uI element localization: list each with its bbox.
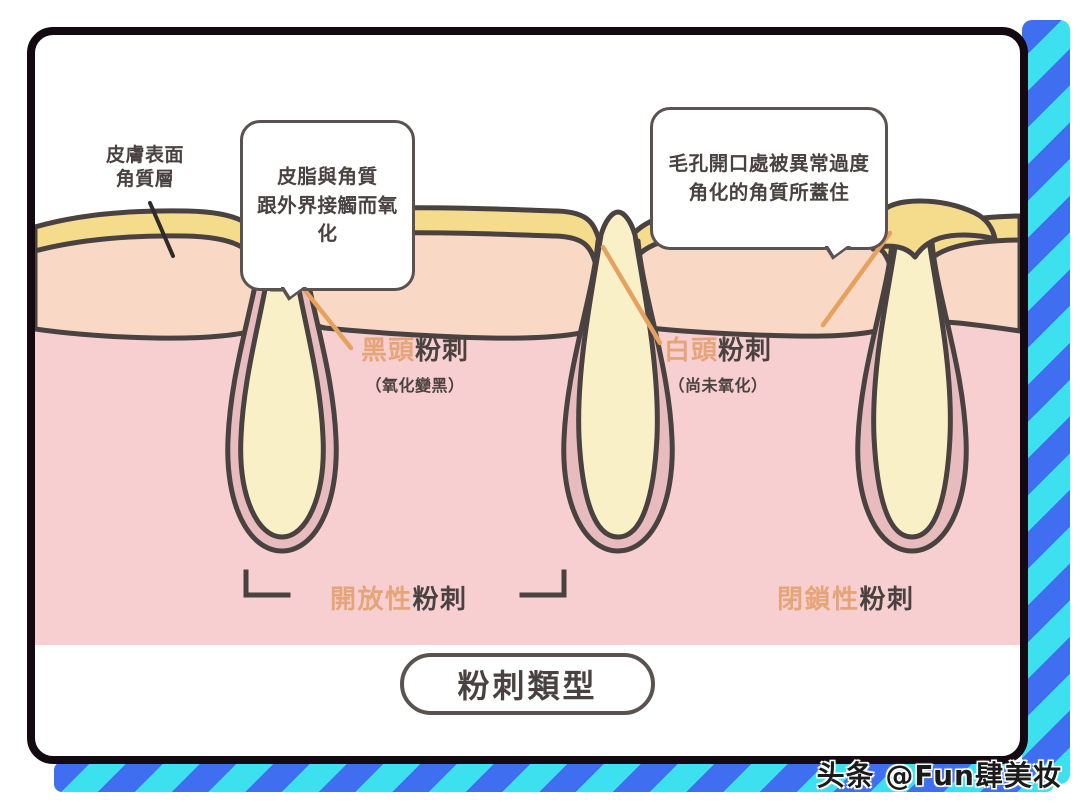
skin-layers-group xyxy=(35,198,1020,645)
label-whitehead-highlight: 白頭 xyxy=(663,336,718,366)
label-open-comedone: 開放性粉刺 xyxy=(330,579,468,616)
diagram-title-pill: 粉刺類型 xyxy=(400,653,655,715)
bubble-tail-left xyxy=(281,287,311,313)
label-blackhead-rest: 粉刺 xyxy=(415,336,470,366)
label-whitehead-sub: （尚未氧化） xyxy=(668,376,768,395)
label-blackhead-highlight: 黑頭 xyxy=(360,336,415,366)
label-open-highlight: 開放性 xyxy=(330,585,413,615)
bracket-left-mark xyxy=(243,569,291,598)
label-whitehead-main: 白頭粉刺 xyxy=(633,330,803,367)
sebum-plug-2 xyxy=(576,209,660,540)
bubble-tail-right xyxy=(825,246,855,272)
bracket-right-mark xyxy=(519,569,567,598)
callout-bubble-oxidation: 皮脂與角質 跟外界接觸而氧化 xyxy=(240,120,415,302)
illustration-card: 皮膚表面 角質層 皮脂與角質 跟外界接觸而氧化 毛孔開口處被異常過度 角化的角質… xyxy=(27,27,1028,764)
callout-bubble-oxidation-text: 皮脂與角質 跟外界接觸而氧化 xyxy=(257,165,398,245)
leader-line-closed xyxy=(820,230,893,328)
comedone-closed xyxy=(855,198,998,554)
label-blackhead-sub: （氧化變黑） xyxy=(365,376,465,395)
decorative-stripe-right xyxy=(1022,20,1070,784)
callout-bubble-hyperkeratosis-text: 毛孔開口處被異常過度 角化的角質所蓋住 xyxy=(668,152,870,204)
comedone-cross-section-diagram xyxy=(35,198,1020,645)
watermark: 头条 @Fun肆美妆 xyxy=(816,759,1062,792)
page-title: 粉刺類型 xyxy=(457,667,598,705)
skin-surface-label: 皮膚表面 角質層 xyxy=(105,144,184,191)
callout-bubble-hyperkeratosis: 毛孔開口處被異常過度 角化的角質所蓋住 xyxy=(650,107,888,260)
sebum-plug-1 xyxy=(238,246,326,540)
label-whitehead-comedone: 白頭粉刺 （尚未氧化） xyxy=(633,330,803,396)
label-open-rest: 粉刺 xyxy=(412,585,468,615)
leader-line-whitehead xyxy=(600,244,663,346)
label-closed-comedone: 閉鎖性粉刺 xyxy=(777,579,915,616)
decorative-stripe-bottom xyxy=(54,762,1054,792)
label-blackhead-main: 黑頭粉刺 xyxy=(330,330,500,367)
label-blackhead-comedone: 黑頭粉刺 （氧化變黑） xyxy=(330,330,500,396)
leader-line-surface xyxy=(148,201,175,258)
label-closed-rest: 粉刺 xyxy=(859,585,915,615)
label-closed-highlight: 閉鎖性 xyxy=(777,585,860,615)
label-whitehead-rest: 粉刺 xyxy=(718,336,773,366)
